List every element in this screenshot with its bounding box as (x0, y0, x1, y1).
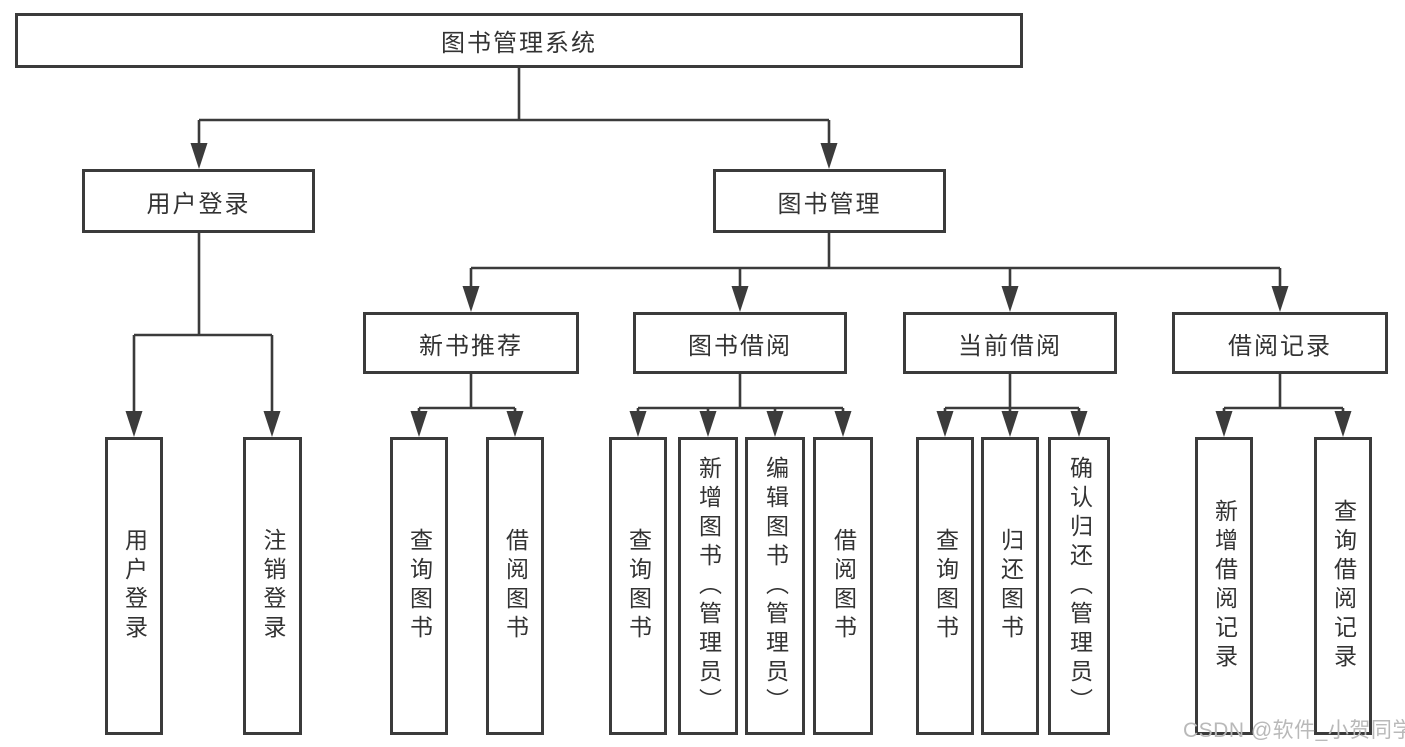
node-borrow-records-label: 借阅记录 (1228, 332, 1332, 360)
leaf-borrow-books-recommend-label: 借阅图书 (502, 528, 529, 644)
node-book-management-label: 图书管理 (777, 190, 882, 218)
node-user-login-label: 用户登录 (146, 190, 251, 218)
leaf-query-books-borrowing: 查询图书 (609, 437, 667, 735)
connector-user-login (132, 233, 274, 420)
leaf-user-login-label: 用户登录 (121, 528, 148, 644)
node-book-borrowing: 图书借阅 (633, 312, 847, 374)
node-current-borrowing-label: 当前借阅 (958, 332, 1062, 360)
connector-book-borrowing (636, 374, 845, 424)
connector-new-book-recommend (417, 374, 517, 424)
leaf-borrow-books-borrowing-label: 借阅图书 (830, 528, 857, 644)
leaf-add-book-admin: 新增图书（管理员） (678, 437, 738, 735)
node-library-management-system-label: 图书管理系统 (441, 30, 597, 57)
connector-book-management (469, 233, 1282, 298)
node-book-borrowing-label: 图书借阅 (688, 332, 792, 360)
csdn-watermark: CSDN @软件_小贺同学 (1183, 719, 1405, 742)
connector-root (197, 68, 831, 150)
node-library-management-system: 图书管理系统 (15, 13, 1023, 68)
leaf-query-books-current: 查询图书 (916, 437, 974, 735)
leaf-query-borrow-record-label: 查询借阅记录 (1330, 499, 1357, 673)
leaf-query-borrow-record: 查询借阅记录 (1314, 437, 1372, 735)
leaf-return-books: 归还图书 (981, 437, 1039, 735)
leaf-query-books-borrowing-label: 查询图书 (625, 528, 652, 644)
node-book-management: 图书管理 (713, 169, 946, 233)
leaf-user-login: 用户登录 (105, 437, 163, 735)
arrowheads (125, 143, 1352, 437)
node-new-book-recommend: 新书推荐 (363, 312, 579, 374)
leaf-return-books-label: 归还图书 (997, 528, 1024, 644)
leaf-borrow-books-recommend: 借阅图书 (486, 437, 544, 735)
leaf-confirm-return-admin-label: 确认归还（管理员） (1066, 455, 1093, 717)
node-user-login: 用户登录 (82, 169, 315, 233)
leaf-borrow-books-borrowing: 借阅图书 (813, 437, 873, 735)
leaf-add-borrow-record: 新增借阅记录 (1195, 437, 1253, 735)
leaf-logout-label: 注销登录 (260, 528, 286, 644)
leaf-edit-book-admin: 编辑图书（管理员） (745, 437, 805, 735)
leaf-confirm-return-admin: 确认归还（管理员） (1048, 437, 1110, 735)
connector-borrow-records (1222, 374, 1345, 424)
leaf-logout: 注销登录 (243, 437, 302, 735)
leaf-query-books-current-label: 查询图书 (932, 528, 959, 644)
node-new-book-recommend-label: 新书推荐 (419, 332, 523, 360)
leaf-add-borrow-record-label: 新增借阅记录 (1211, 499, 1238, 673)
leaf-edit-book-admin-label: 编辑图书（管理员） (762, 455, 789, 717)
node-borrow-records: 借阅记录 (1172, 312, 1388, 374)
node-current-borrowing: 当前借阅 (903, 312, 1117, 374)
leaf-add-book-admin-label: 新增图书（管理员） (695, 455, 722, 717)
leaf-query-books-recommend-label: 查询图书 (406, 528, 433, 644)
leaf-query-books-recommend: 查询图书 (390, 437, 448, 735)
